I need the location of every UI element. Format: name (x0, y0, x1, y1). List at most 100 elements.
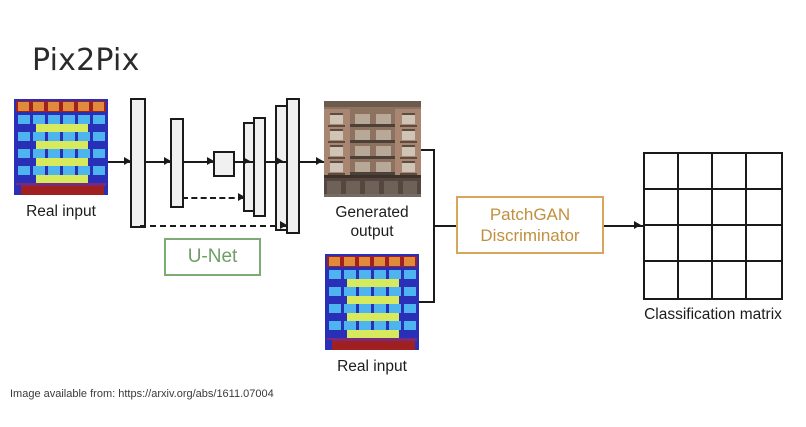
photo-detail (330, 161, 343, 163)
segmentation-region (18, 132, 30, 141)
segmentation-region (389, 304, 401, 313)
generated-to-merge-line (421, 149, 435, 151)
segmentation-region (93, 166, 105, 175)
segmentation-region (36, 124, 88, 132)
patchgan-to-matrix-line (604, 225, 644, 227)
segmentation-region (329, 287, 341, 296)
photo-detail (402, 145, 415, 147)
segmentation-region (404, 321, 416, 330)
unet-bottleneck-block (213, 151, 235, 177)
photo-detail (330, 145, 343, 156)
photo-detail (402, 129, 415, 131)
matrix-cell (747, 190, 781, 226)
classification-matrix-label: Classification matrix (644, 306, 782, 323)
unet-arrow-4-head (276, 157, 283, 165)
photo-detail (327, 141, 345, 143)
matrix-cell (713, 226, 747, 262)
real-input-to-merge-line (419, 301, 435, 303)
segmentation-region (374, 257, 385, 266)
segmentation-map-content-bottom (325, 254, 419, 350)
photo-detail (384, 181, 398, 195)
photo-detail (376, 162, 391, 172)
segmentation-region (78, 102, 89, 111)
photo-detail (327, 181, 341, 195)
photo-detail (400, 157, 417, 159)
photo-detail (376, 146, 391, 156)
segmentation-region (359, 304, 371, 313)
segmentation-region (93, 132, 105, 141)
matrix-cell (747, 226, 781, 262)
segmentation-region (329, 257, 340, 266)
patchgan-to-matrix-arrowhead (634, 221, 641, 229)
real-input-left-image (14, 99, 108, 195)
segmentation-region (48, 115, 60, 124)
matrix-cell (679, 154, 713, 190)
photo-detail (350, 156, 395, 159)
segmentation-region (78, 115, 90, 124)
unet-skip-outer-arrowhead (280, 221, 287, 229)
generated-output-label-line1: Generated (335, 204, 409, 221)
segmentation-region (327, 338, 417, 341)
segmentation-region (63, 132, 75, 141)
segmentation-region (18, 102, 29, 111)
matrix-cell (645, 262, 679, 298)
segmentation-region (33, 132, 45, 141)
photo-detail (355, 130, 370, 140)
segmentation-region (389, 287, 401, 296)
segmentation-region (33, 149, 45, 158)
photo-detail (402, 161, 415, 172)
photo-detail (324, 101, 421, 108)
segmentation-region (374, 287, 386, 296)
segmentation-region (344, 287, 356, 296)
real-input-bottom-label: Real input (337, 358, 407, 375)
photo-detail (330, 161, 343, 172)
segmentation-region (404, 304, 416, 313)
segmentation-region (404, 287, 416, 296)
segmentation-region (36, 175, 88, 183)
segmentation-region (347, 330, 399, 338)
segmentation-region (389, 321, 401, 330)
page-title: Pix2Pix (32, 43, 140, 78)
unet-to-output-line (300, 161, 324, 163)
segmentation-region (63, 149, 75, 158)
segmentation-region (36, 141, 88, 149)
segmentation-region (93, 102, 104, 111)
segmentation-region (329, 304, 341, 313)
unet-arrow-3-head (243, 157, 250, 165)
segmentation-region (78, 166, 90, 175)
photo-detail (402, 113, 415, 124)
segmentation-region (347, 296, 399, 304)
unet-skip-inner-arrowhead (238, 193, 245, 201)
segmentation-region (359, 321, 371, 330)
matrix-cell (645, 226, 679, 262)
segmentation-region (327, 256, 417, 267)
photo-detail (330, 129, 343, 140)
matrix-cell (713, 190, 747, 226)
unet-arrow-2-line (184, 161, 213, 163)
photo-detail (330, 145, 343, 147)
segmentation-region (16, 101, 106, 112)
segmentation-region (93, 115, 105, 124)
segmentation-region (374, 321, 386, 330)
segmentation-region (63, 166, 75, 175)
photo-detail (400, 141, 417, 143)
input-to-unet-arrowhead (124, 157, 131, 165)
segmentation-region (48, 132, 60, 141)
segmentation-region (33, 166, 45, 175)
segmentation-region (344, 304, 356, 313)
real-input-bottom-image (325, 254, 419, 350)
segmentation-map-content (14, 99, 108, 195)
unet-label-text: U-Net (187, 246, 238, 267)
photo-detail (400, 173, 417, 175)
segmentation-region (18, 166, 30, 175)
segmentation-region (78, 149, 90, 158)
segmentation-region (374, 304, 386, 313)
segmentation-region (359, 257, 370, 266)
unet-encoder-block-2 (170, 118, 184, 208)
segmentation-region (329, 270, 341, 279)
photo-detail (330, 113, 343, 115)
unet-label-box: U-Net (164, 238, 261, 276)
unet-skip-connection-inner (182, 197, 244, 199)
input-to-unet-line (108, 161, 130, 163)
generated-output-label-line2: output (350, 223, 394, 240)
